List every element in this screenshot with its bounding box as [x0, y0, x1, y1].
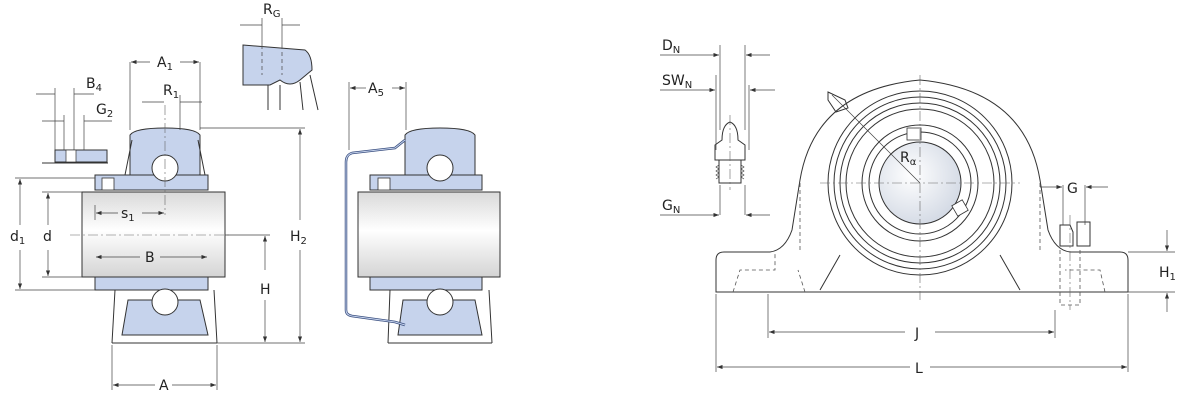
label-SWN: SWN — [662, 73, 692, 91]
label-d1: d1 — [10, 229, 25, 247]
label-G2: G2 — [96, 102, 113, 120]
label-A: A — [159, 378, 169, 394]
label-H1: H1 — [1159, 265, 1176, 283]
label-RG: RG — [263, 2, 280, 20]
section-view-left — [42, 44, 319, 344]
label-G: G — [1067, 181, 1078, 197]
label-A5: A5 — [368, 81, 384, 99]
label-R1: R1 — [163, 83, 179, 101]
label-R-alpha: Rα — [900, 150, 917, 168]
dimensions-right — [660, 45, 1175, 372]
label-A1: A1 — [157, 55, 173, 73]
label-s1: s1 — [121, 206, 135, 224]
dimension-labels: RG A1 B4 R1 G2 A5 d1 d s1 B H2 H A DN SW… — [10, 2, 1176, 394]
label-H: H — [260, 282, 271, 298]
label-L: L — [915, 361, 923, 377]
label-B: B — [145, 250, 155, 266]
section-view-with-cover — [344, 82, 501, 344]
front-view-housing — [714, 75, 1129, 310]
label-J: J — [914, 326, 919, 342]
label-DN: DN — [662, 38, 680, 56]
label-d: d — [43, 229, 52, 245]
label-GN: GN — [662, 198, 680, 216]
dimensions-left — [15, 18, 305, 390]
label-B4: B4 — [86, 76, 102, 94]
label-H2: H2 — [290, 229, 307, 247]
